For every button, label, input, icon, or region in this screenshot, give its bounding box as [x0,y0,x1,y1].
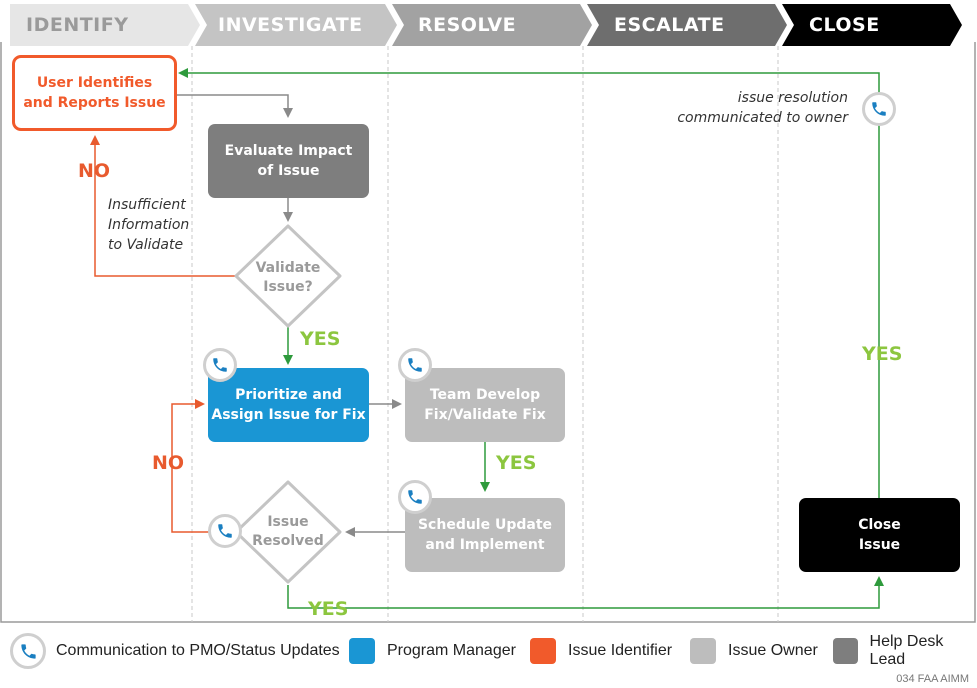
phase-escalate: ESCALATE [614,14,725,36]
note-insufficient-info: Insufficient Information to Validate [108,197,190,253]
legend-program-manager-label: Program Manager [387,642,516,659]
node-evaluate-impact-label: Evaluate Impact of Issue [224,143,353,179]
chevron-resolve [392,4,592,46]
diamond-resolved [234,480,342,584]
phone-icon [398,480,432,514]
decision-yes-resolved: YES [308,598,349,620]
chevron-investigate [195,4,397,46]
arrow-close-to-report [178,68,880,498]
phase-close: CLOSE [809,14,880,36]
legend-help-desk-lead: Help Desk Lead [833,633,977,668]
legend-issue-identifier-label: Issue Identifier [568,642,673,659]
legend-swatch-issue-identifier [530,638,556,664]
phone-icon [208,514,242,548]
legend-help-desk-lead-label: Help Desk Lead [869,633,944,668]
node-issue-resolved-label: Issue Resolved [252,514,324,549]
phase-investigate: INVESTIGATE [218,14,363,36]
node-close-issue: Close Issue [799,498,960,572]
chevron-escalate [587,4,787,46]
decision-no-resolved: NO [152,452,185,474]
node-team-develop: Team Develop Fix/Validate Fix [405,368,565,442]
outer-frame [0,42,976,623]
legend-swatch-issue-owner [690,638,716,664]
phone-icon [203,348,237,382]
node-team-develop-label: Team Develop Fix/Validate Fix [424,387,546,423]
phone-icon [398,348,432,382]
decision-no-insufficient: NO [78,160,111,182]
legend-issue-identifier: Issue Identifier [530,636,672,666]
phase-identify: IDENTIFY [26,14,129,36]
phone-icon [10,633,46,669]
note-resolution-communicated: issue resolution communicated to owner [677,90,848,126]
phone-icon [862,92,896,126]
node-user-identifies-label: User Identifies and Reports Issue [23,75,166,111]
phase-resolve: RESOLVE [418,14,517,36]
diamond-validate [234,224,342,328]
node-prioritize-assign: Prioritize and Assign Issue for Fix [208,368,369,442]
chevron-identify [10,4,200,46]
node-validate-issue-label: Validate Issue? [255,260,321,295]
node-close-issue-label: Close Issue [858,517,901,553]
legend-swatch-program-manager [349,638,375,664]
legend-communication-label: Communication to PMO/Status Updates [56,642,340,659]
decision-yes-team: YES [496,452,537,474]
node-evaluate-impact: Evaluate Impact of Issue [208,124,369,198]
arrow-resolved-no [171,399,233,533]
node-schedule-update-label: Schedule Update and Implement [417,517,553,553]
legend-swatch-help-desk-lead [833,638,858,664]
chevron-close [782,4,962,46]
legend-program-manager: Program Manager [349,636,516,666]
decision-yes-close: YES [862,343,903,365]
arrow-report-to-evaluate [176,94,293,118]
node-user-identifies: User Identifies and Reports Issue [12,55,177,131]
node-prioritize-assign-label: Prioritize and Assign Issue for Fix [211,387,366,423]
legend-issue-owner: Issue Owner [690,636,818,666]
arrow-resolved-yes [287,576,884,609]
node-schedule-update: Schedule Update and Implement [405,498,565,572]
legend-issue-owner-label: Issue Owner [728,642,818,659]
arrow-validate-no [90,135,240,277]
decision-yes-validate: YES [300,328,341,350]
legend-communication: Communication to PMO/Status Updates [10,633,340,669]
figure-code: 034 FAA AIMM [896,673,969,685]
